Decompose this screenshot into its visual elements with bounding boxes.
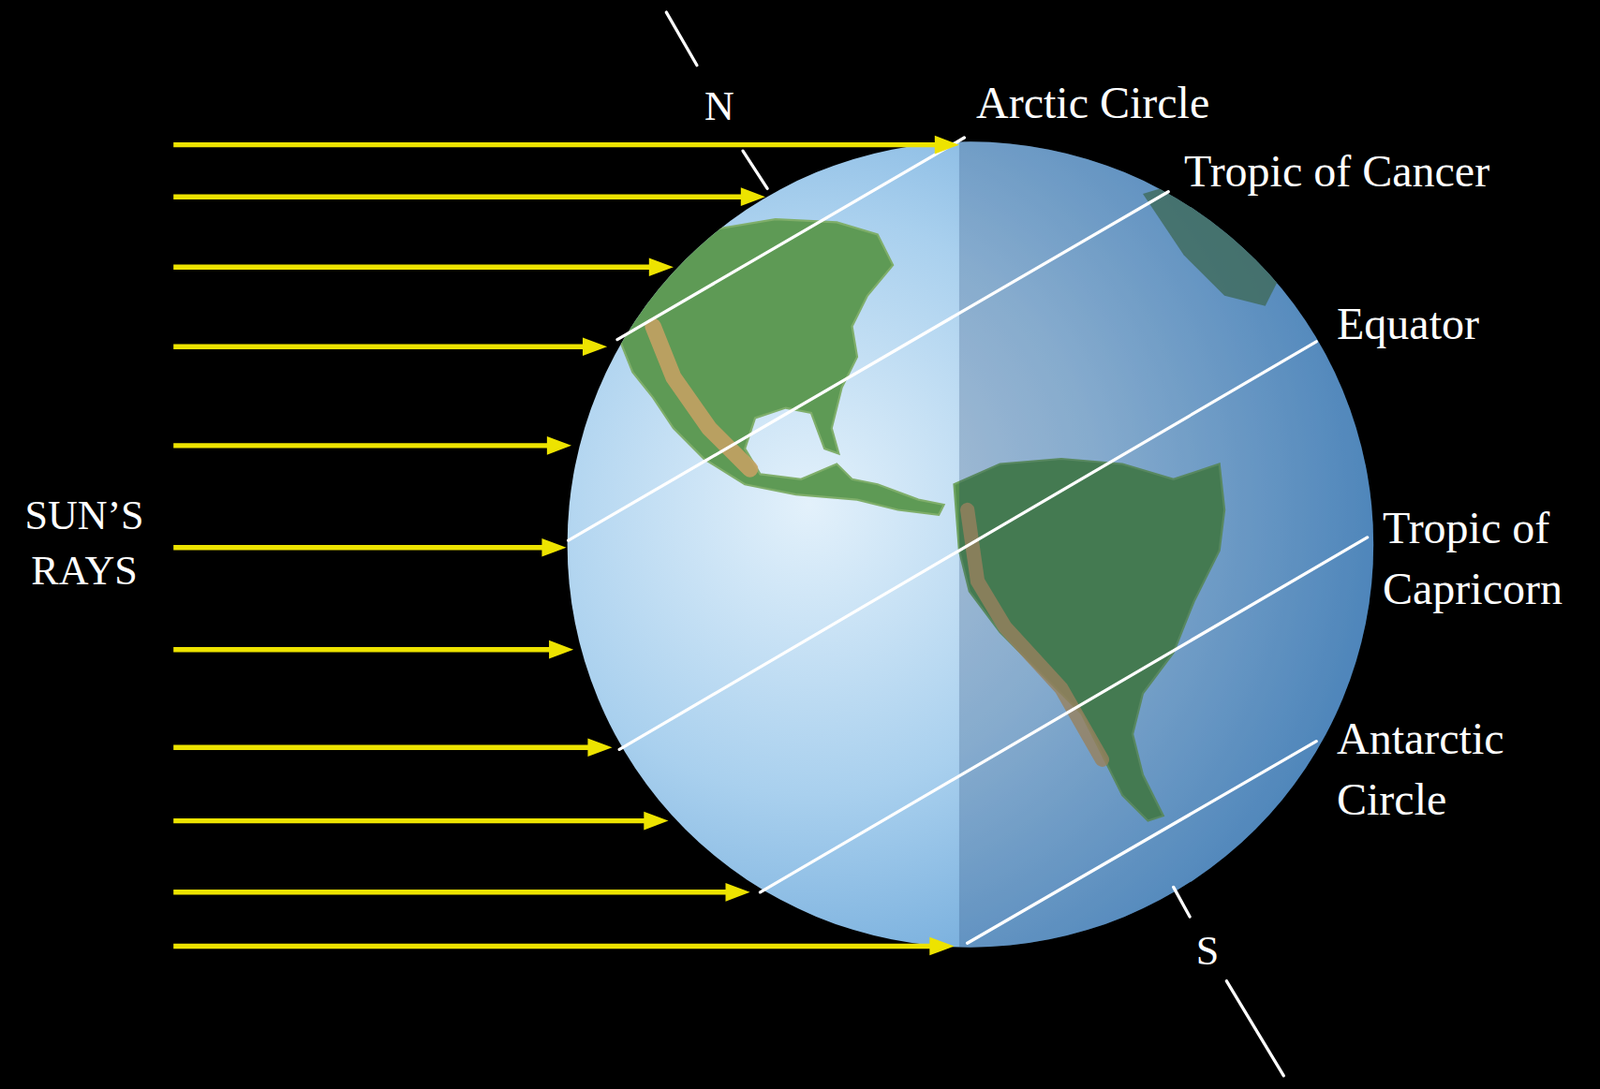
- continents: [620, 102, 1429, 1000]
- ray-arrowhead: [587, 738, 612, 757]
- equator-line: [619, 341, 1317, 751]
- latitude-label: Tropic of Capricorn: [1382, 498, 1585, 621]
- ray-line: [173, 889, 727, 895]
- latitude-label: Antarctic Circle: [1336, 709, 1529, 831]
- ray-arrowhead: [582, 337, 608, 356]
- rocky-mountains: [652, 325, 750, 469]
- axis-segment: [1173, 887, 1190, 918]
- ray-line: [173, 647, 551, 652]
- latitude-label: Tropic of Cancer: [1184, 141, 1490, 203]
- ray-line: [173, 818, 646, 824]
- latitude-lines: [568, 137, 1368, 944]
- axis-segment: [666, 12, 697, 66]
- ray-arrowhead: [541, 538, 566, 558]
- ray-line: [173, 344, 585, 350]
- ray-line: [173, 265, 652, 270]
- tropic-of-capricorn-line: [760, 537, 1368, 893]
- axis-segment: [742, 150, 768, 189]
- ray-arrowhead: [547, 436, 572, 456]
- ray-arrowhead: [649, 258, 674, 278]
- ray-arrowhead: [643, 812, 668, 831]
- latitude-label: Equator: [1336, 294, 1480, 356]
- pole-label: N: [704, 78, 735, 134]
- ray-arrowhead: [934, 135, 960, 155]
- axis-segment: [1226, 981, 1284, 1077]
- arctic-circle-line: [617, 137, 964, 341]
- ray-arrowhead: [740, 187, 766, 207]
- ray-line: [173, 443, 549, 448]
- ray-arrowhead: [929, 937, 954, 957]
- night-side: [959, 102, 1429, 1000]
- latitude-label: Arctic Circle: [976, 73, 1210, 134]
- ray-line: [173, 744, 590, 750]
- ray-arrowhead: [725, 883, 750, 903]
- ray-line: [173, 193, 743, 199]
- rays-label: SUN’S RAYS: [9, 488, 160, 600]
- north-america: [620, 219, 944, 516]
- pole-label: S: [1196, 923, 1219, 979]
- ray-line: [173, 142, 937, 148]
- ray-line: [173, 545, 544, 550]
- antarctic-circle-line: [967, 741, 1318, 945]
- ray-line: [173, 944, 932, 949]
- sun-rays: [173, 135, 960, 957]
- tropic-of-cancer-line: [568, 192, 1170, 541]
- ray-arrowhead: [548, 640, 574, 660]
